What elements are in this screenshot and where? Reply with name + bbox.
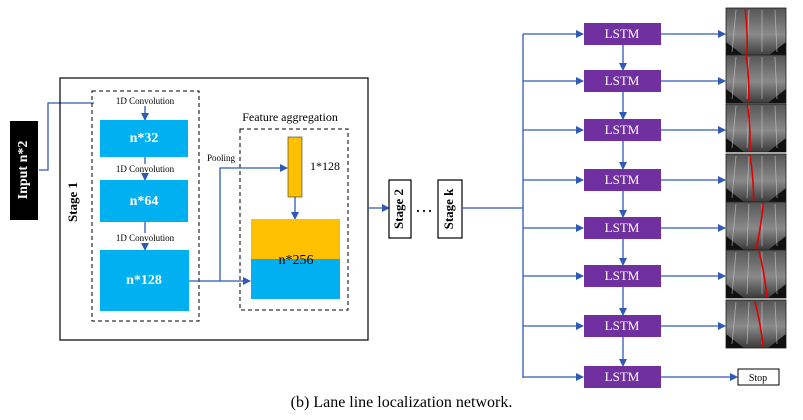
lstm-cell <box>584 217 661 239</box>
vector-label: 1*128 <box>310 159 340 173</box>
stage1-container <box>59 77 369 341</box>
lane-line <box>744 8 749 56</box>
lane-line <box>754 300 764 348</box>
figure-caption: (b) Lane line localization network. <box>290 394 513 411</box>
pooling-label: Pooling <box>207 153 236 163</box>
merged-bottom <box>251 259 340 299</box>
block-n32 <box>100 120 188 157</box>
lane-frame-image <box>725 153 787 203</box>
lstm-label: LSTM <box>605 172 640 187</box>
stop-box <box>737 368 780 386</box>
merged-top <box>251 219 340 259</box>
stages-ellipsis: … <box>415 196 433 216</box>
vector-1x128 <box>287 136 303 198</box>
lstm-column: LSTM LSTM LSTM LSTM LSTM LSTM LSTM LSTM <box>523 23 738 388</box>
lstm-label: LSTM <box>605 369 640 384</box>
lstm-cell <box>584 119 661 141</box>
stop-label: Stop <box>749 373 767 384</box>
block-n128 <box>100 250 189 311</box>
stagek-box <box>437 179 463 239</box>
lane-frame-image <box>725 54 787 104</box>
lane-line <box>749 154 755 202</box>
block-n64 <box>100 180 188 222</box>
merged-label: n*256 <box>279 253 314 268</box>
lane-line <box>755 202 764 250</box>
conv-label-1: 1D Convolution <box>116 96 175 106</box>
aggregation-title: Feature aggregation <box>242 110 338 124</box>
lstm-label: LSTM <box>605 122 640 137</box>
input-block: Input n*2 <box>10 121 38 220</box>
block-n32-label: n*32 <box>130 131 159 146</box>
lstm-label: LSTM <box>605 73 640 88</box>
lane-frame-image <box>725 201 787 251</box>
input-label: Input n*2 <box>16 141 31 200</box>
lstm-label: LSTM <box>605 318 640 333</box>
lane-line <box>758 250 768 298</box>
lane-frame-image <box>725 103 787 153</box>
pooling-arrow <box>219 164 288 281</box>
stagek-label: Stage k <box>441 188 456 230</box>
lstm-label: LSTM <box>605 220 640 235</box>
stage1-label: Stage 1 <box>65 182 80 222</box>
stage2-box <box>388 179 412 239</box>
lstm-cell <box>584 169 661 191</box>
lane-frame-image <box>725 7 787 57</box>
lstm-label: LSTM <box>605 26 640 41</box>
lstm-cell <box>584 315 661 337</box>
lstm-cell <box>584 70 661 92</box>
block-n64-label: n*64 <box>130 194 159 209</box>
lstm-cell <box>584 366 661 388</box>
lstm-cell <box>584 265 661 287</box>
lstm-cell <box>584 23 661 45</box>
input-arrow <box>39 102 94 171</box>
block-n128-label: n*128 <box>126 273 162 288</box>
stage2-label: Stage 2 <box>391 189 406 229</box>
lane-frames <box>725 7 787 349</box>
conv-label-3: 1D Convolution <box>116 233 175 243</box>
lane-frame-image <box>725 299 787 349</box>
lstm-label: LSTM <box>605 268 640 283</box>
aggregation-group <box>239 128 349 311</box>
lane-line <box>745 55 750 103</box>
lane-line <box>746 104 751 152</box>
conv-label-2: 1D Convolution <box>116 164 175 174</box>
lane-frame-image <box>725 249 787 299</box>
